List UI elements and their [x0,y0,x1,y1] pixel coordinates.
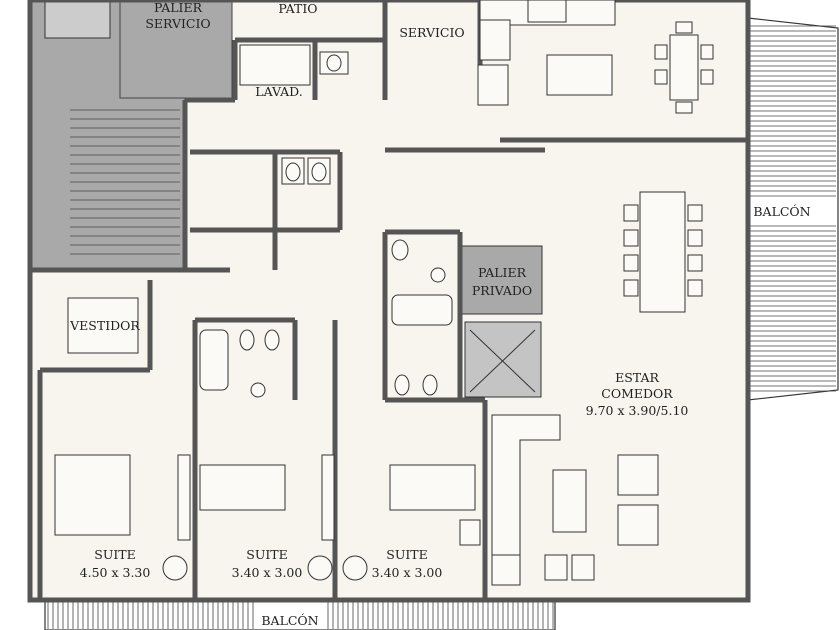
label-vestidor: VESTIDOR [69,318,140,333]
label-estar: ESTAR [615,370,659,385]
label-suite-2-size: 3.40 x 3.00 [232,565,303,580]
palier-privado-area [461,245,543,315]
dining-chair [687,254,703,272]
label-lavadero: LAVAD. [255,84,302,99]
dining-chair [687,279,703,297]
label-patio: PATIO [278,1,317,16]
label-comedor: COMEDOR [601,386,673,401]
dining-chair [687,204,703,222]
label-estar-size: 9.70 x 3.90/5.10 [586,403,689,418]
balcon-bottom-label-backing [258,612,322,629]
label-balcon-bottom: BALCÓN [261,612,318,628]
kitchen-furniture [477,0,714,114]
bathroom-fixtures [199,44,453,398]
label-suite-1: SUITE [94,547,136,562]
palier-servicio-area [119,0,233,99]
label-servicio: SERVICIO [399,25,464,40]
label-palier-privado-2: PRIVADO [472,283,532,298]
walls [27,0,751,603]
label-palier-servicio-2: SERVICIO [145,16,210,31]
dining-chair [623,229,639,247]
label-palier-servicio-1: PALIER [154,0,203,15]
living-furniture [491,414,659,586]
label-suite-1-size: 4.50 x 3.30 [80,565,151,580]
label-balcon-right: BALCÓN [753,203,810,219]
bedroom-furniture [54,297,481,581]
service-elevator [44,0,111,39]
label-palier-privado-1: PALIER [478,265,527,280]
balcony-right-deck [747,17,839,401]
dining-chair [623,254,639,272]
dining-table [623,191,703,313]
label-suite-3: SUITE [386,547,428,562]
stairs [70,109,180,255]
label-suite-3-size: 3.40 x 3.00 [372,565,443,580]
dining-chair [687,229,703,247]
label-suite-2: SUITE [246,547,288,562]
elevator-cross [469,329,536,393]
dining-chair [623,279,639,297]
dining-chair [623,204,639,222]
